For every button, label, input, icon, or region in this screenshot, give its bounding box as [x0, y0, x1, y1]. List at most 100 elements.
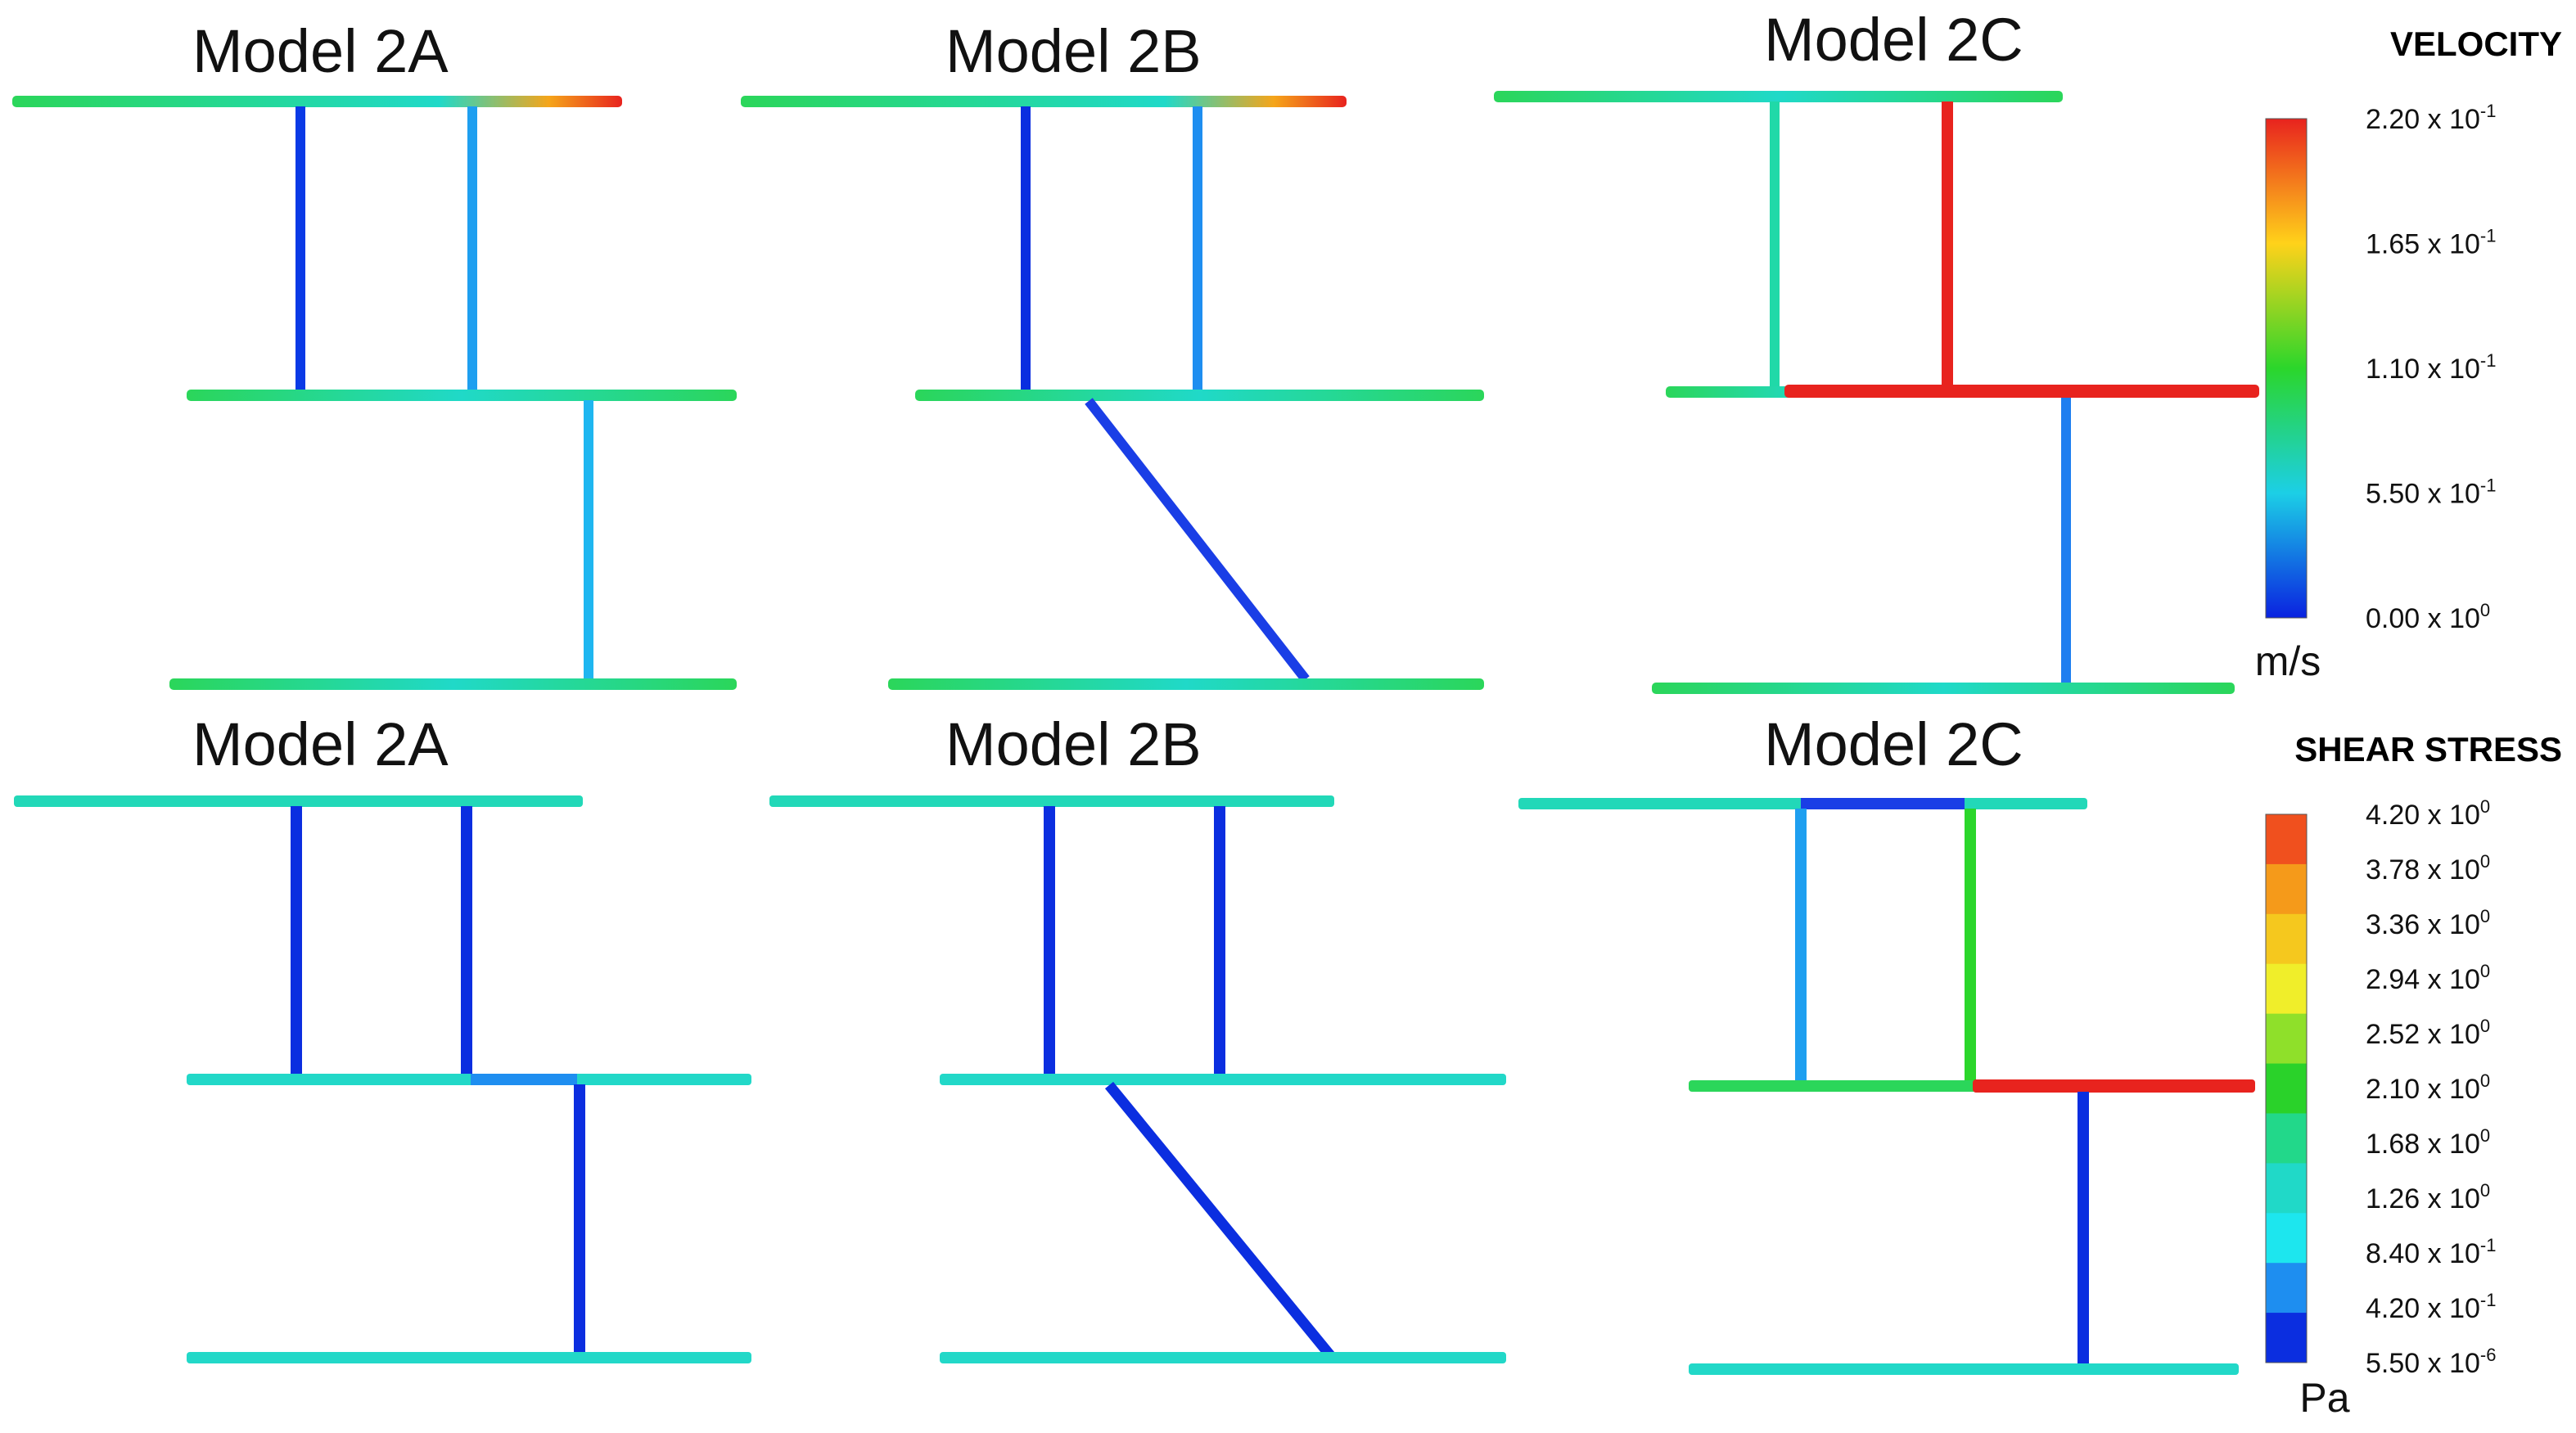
channel-vertical — [2077, 1092, 2089, 1366]
channel-vertical — [1214, 806, 1225, 1076]
velocity-legend: VELOCITY 2.20 x 10-11.65 x 10-11.10 x 10… — [2255, 25, 2562, 684]
legend-tick-label: 1.68 x 100 — [2366, 1125, 2490, 1160]
tick-exponent: -1 — [2480, 350, 2497, 371]
legend-tick-label: 1.10 x 10-1 — [2366, 350, 2496, 385]
velocity-panel-2b: Model 2B — [741, 17, 1484, 690]
channel-horizontal — [187, 390, 737, 401]
channel-horizontal — [769, 795, 1334, 807]
channel-horizontal — [1494, 91, 2063, 102]
tick-exponent: 0 — [2480, 961, 2490, 981]
shear-panel-2b: Model 2B — [769, 710, 1506, 1363]
tick-exponent: 0 — [2480, 1016, 2490, 1036]
tick-exponent: -1 — [2480, 101, 2497, 121]
channel-vertical — [1770, 101, 1780, 391]
legend-tick-label: 3.36 x 100 — [2366, 906, 2490, 940]
shear-panel-2a: Model 2A — [14, 710, 751, 1363]
tick-exponent: -1 — [2480, 475, 2497, 496]
colorbar-outline — [2265, 813, 2308, 1363]
channel-horizontal-high — [1973, 1079, 2255, 1093]
channel-horizontal — [12, 96, 622, 107]
tick-exponent: 0 — [2480, 600, 2490, 620]
tick-mantissa: 1.68 x 10 — [2366, 1129, 2480, 1160]
channel-vertical — [1021, 106, 1031, 391]
legend-tick-label: 2.20 x 10-1 — [2366, 101, 2496, 135]
panel-title: Model 2A — [192, 17, 449, 85]
channel-horizontal — [169, 678, 737, 690]
colorbar-band — [2266, 1063, 2307, 1114]
legend-tick-label: 3.78 x 100 — [2366, 851, 2490, 885]
channel-horizontal — [14, 795, 583, 807]
legend-tick-label: 8.40 x 10-1 — [2366, 1235, 2496, 1269]
velocity-panel-2a: Model 2A — [12, 17, 737, 690]
panel-title: Model 2B — [945, 710, 1202, 778]
colorbar-band — [2266, 814, 2307, 865]
tick-mantissa: 1.26 x 10 — [2366, 1183, 2480, 1214]
tick-mantissa: 5.50 x 10 — [2366, 479, 2480, 510]
channel-vertical — [295, 106, 305, 391]
channel-vertical — [1965, 809, 1976, 1083]
panel-title: Model 2C — [1764, 710, 2023, 778]
channel-horizontal-low — [471, 1074, 577, 1085]
legend-unit: Pa — [2299, 1375, 2349, 1421]
channel-vertical — [574, 1084, 585, 1354]
tick-mantissa: 2.94 x 10 — [2366, 964, 2480, 995]
legend-tick-label: 4.20 x 100 — [2366, 796, 2490, 831]
channel-diagonal — [1085, 398, 1310, 683]
legend-tick-label: 1.26 x 100 — [2366, 1180, 2490, 1214]
tick-exponent: -1 — [2480, 226, 2497, 246]
colorbar — [2265, 118, 2308, 619]
legend-tick-label: 2.10 x 100 — [2366, 1070, 2490, 1105]
tick-exponent: 0 — [2480, 1125, 2490, 1146]
tick-exponent: 0 — [2480, 1070, 2490, 1091]
channel-vertical — [461, 806, 472, 1076]
panel-title: Model 2A — [192, 710, 449, 778]
tick-mantissa: 2.20 x 10 — [2366, 104, 2480, 135]
tick-mantissa: 5.50 x 10 — [2366, 1348, 2480, 1379]
colorbar-band — [2266, 1313, 2307, 1363]
colorbar-band — [2266, 1013, 2307, 1065]
legend-tick-label: 2.94 x 100 — [2366, 961, 2490, 995]
tick-exponent: -6 — [2480, 1345, 2497, 1365]
channel-vertical — [1942, 101, 1953, 391]
legend-tick-label: 5.50 x 10-6 — [2366, 1345, 2496, 1379]
channel-horizontal — [1652, 683, 2235, 694]
channel-horizontal — [1689, 1363, 2239, 1375]
channel-vertical — [1795, 809, 1807, 1083]
colorbar-band — [2266, 913, 2307, 965]
panel-title: Model 2B — [945, 17, 1202, 85]
tick-mantissa: 8.40 x 10 — [2366, 1238, 2480, 1269]
channel-vertical — [467, 106, 477, 391]
colorbar-band — [2266, 1163, 2307, 1214]
channel-vertical — [2061, 398, 2071, 683]
colorbar-band — [2266, 963, 2307, 1015]
channel-horizontal — [1689, 1080, 1983, 1092]
colorbar-band — [2266, 1213, 2307, 1264]
channel-diagonal — [1104, 1081, 1335, 1359]
channel-vertical — [1044, 806, 1055, 1076]
channel-vertical — [584, 400, 593, 678]
legend-tick-label: 5.50 x 10-1 — [2366, 475, 2496, 510]
colorbar-band — [2266, 1263, 2307, 1314]
tick-mantissa: 1.65 x 10 — [2366, 229, 2480, 260]
tick-mantissa: 4.20 x 10 — [2366, 1293, 2480, 1324]
tick-mantissa: 1.10 x 10 — [2366, 354, 2480, 385]
velocity-panel-2c: Model 2C — [1494, 6, 2259, 694]
legend-tick-label: 2.52 x 100 — [2366, 1016, 2490, 1050]
legend-tick-label: 1.65 x 10-1 — [2366, 226, 2496, 260]
tick-mantissa: 0.00 x 10 — [2366, 603, 2480, 634]
channel-horizontal — [888, 678, 1484, 690]
tick-exponent: 0 — [2480, 796, 2490, 817]
legend-tick-label: 0.00 x 100 — [2366, 600, 2490, 634]
tick-mantissa: 4.20 x 10 — [2366, 800, 2480, 831]
tick-mantissa: 2.10 x 10 — [2366, 1074, 2480, 1105]
tick-mantissa: 2.52 x 10 — [2366, 1019, 2480, 1050]
tick-exponent: 0 — [2480, 906, 2490, 926]
channel-horizontal — [915, 390, 1484, 401]
legend-tick-label: 4.20 x 10-1 — [2366, 1290, 2496, 1324]
shear-panel-2c: Model 2C — [1518, 710, 2255, 1375]
channel-horizontal — [741, 96, 1347, 107]
tick-mantissa: 3.36 x 10 — [2366, 909, 2480, 940]
channel-horizontal-low — [1801, 798, 1965, 809]
colorbar-band — [2266, 1113, 2307, 1164]
